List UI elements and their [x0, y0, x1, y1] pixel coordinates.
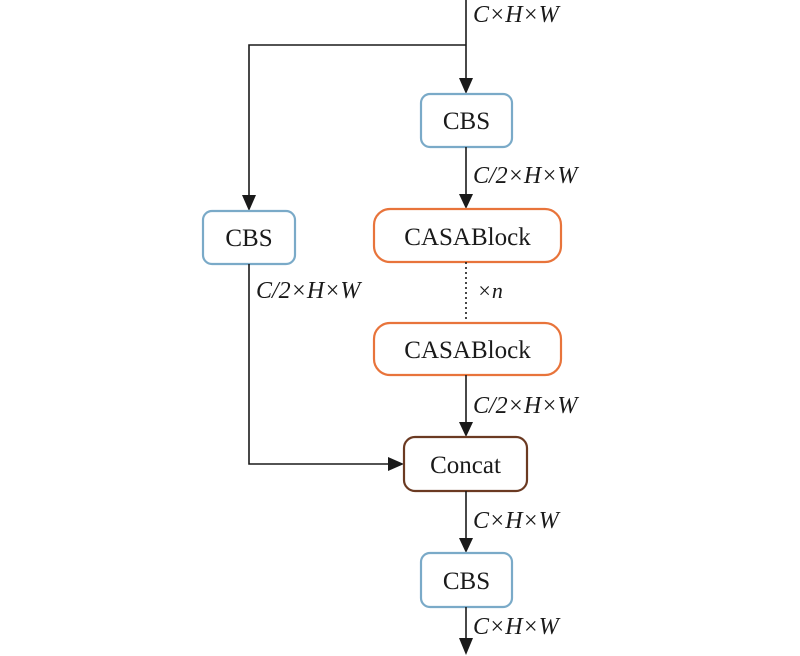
- casablock-2-box: [372, 321, 563, 377]
- edge-label-after-concat: C×H×W: [473, 508, 561, 534]
- arrow-to-casablock-1: [459, 194, 473, 209]
- casablock-1-label: CASABlock: [404, 224, 531, 251]
- line-cbs-left-to-concat: [248, 264, 392, 465]
- node-cbs-left: CBS: [201, 209, 297, 266]
- edge-label-after-cbs-top: C/2×H×W: [473, 163, 579, 189]
- edge-label-output: C×H×W: [473, 614, 561, 640]
- edge-label-after-cbs-left: C/2×H×W: [256, 278, 362, 304]
- concat-label: Concat: [430, 452, 501, 479]
- edge-label-repeat: ×n: [477, 278, 503, 303]
- casablock-2-label: CASABlock: [404, 337, 531, 364]
- edge-label-after-casablock: C/2×H×W: [473, 393, 579, 419]
- cbs-top-label: CBS: [443, 108, 490, 135]
- edge-label-input: C×H×W: [473, 2, 561, 28]
- node-casablock-2: CASABlock: [372, 321, 563, 377]
- arrow-output: [459, 638, 473, 655]
- cbs-bottom-label: CBS: [443, 568, 490, 595]
- node-concat: Concat: [402, 435, 529, 493]
- branch-line-left: [248, 44, 466, 198]
- casablock-1-box: [372, 207, 563, 264]
- arrow-to-concat-top: [459, 422, 473, 437]
- node-cbs-top: CBS: [419, 92, 514, 149]
- arrow-to-cbs-left: [242, 195, 256, 211]
- arrow-to-cbs-bottom: [459, 538, 473, 553]
- arrow-to-cbs-top: [459, 78, 473, 94]
- node-cbs-bottom: CBS: [419, 551, 514, 609]
- node-casablock-1: CASABlock: [372, 207, 563, 264]
- cbs-left-label: CBS: [225, 225, 272, 252]
- arrow-to-concat-left: [388, 457, 404, 471]
